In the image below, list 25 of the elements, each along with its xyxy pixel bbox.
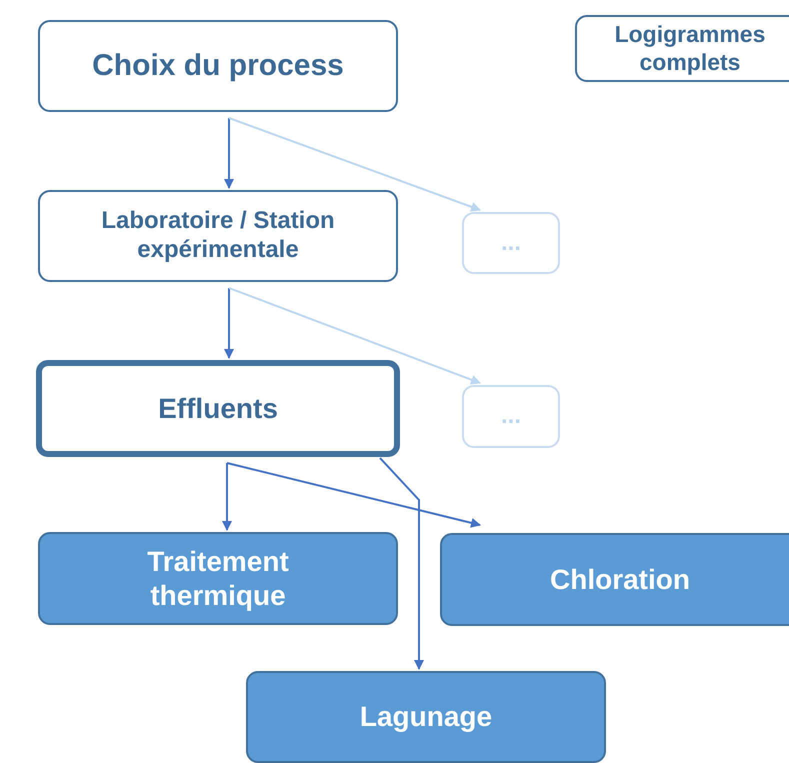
process-box: [38, 20, 398, 112]
process-box: [36, 360, 400, 457]
process-box: [38, 532, 398, 625]
process-box: [38, 190, 398, 282]
arrow: [226, 462, 481, 528]
process-box: [246, 671, 606, 763]
arrow: [379, 457, 424, 670]
process-box: [575, 15, 789, 82]
box-label: Lagunage: [360, 700, 492, 734]
box-label: Traitement thermique: [146, 544, 290, 612]
process-box: [440, 533, 789, 626]
arrow: [224, 288, 234, 359]
box-label: ...: [500, 402, 521, 431]
arrow: [224, 118, 234, 189]
box-label: Choix du process: [92, 48, 344, 84]
arrow: [228, 287, 481, 384]
arrow: [228, 117, 481, 212]
box-label: Laboratoire / Station expérimentale: [100, 207, 336, 265]
process-box: [462, 385, 560, 448]
box-label: Effluents: [158, 392, 278, 426]
arrow: [222, 463, 232, 531]
box-label: ...: [500, 228, 521, 258]
process-box: [462, 212, 560, 274]
box-label: Chloration: [550, 562, 690, 596]
box-label: Logigrammes complets: [614, 20, 766, 76]
